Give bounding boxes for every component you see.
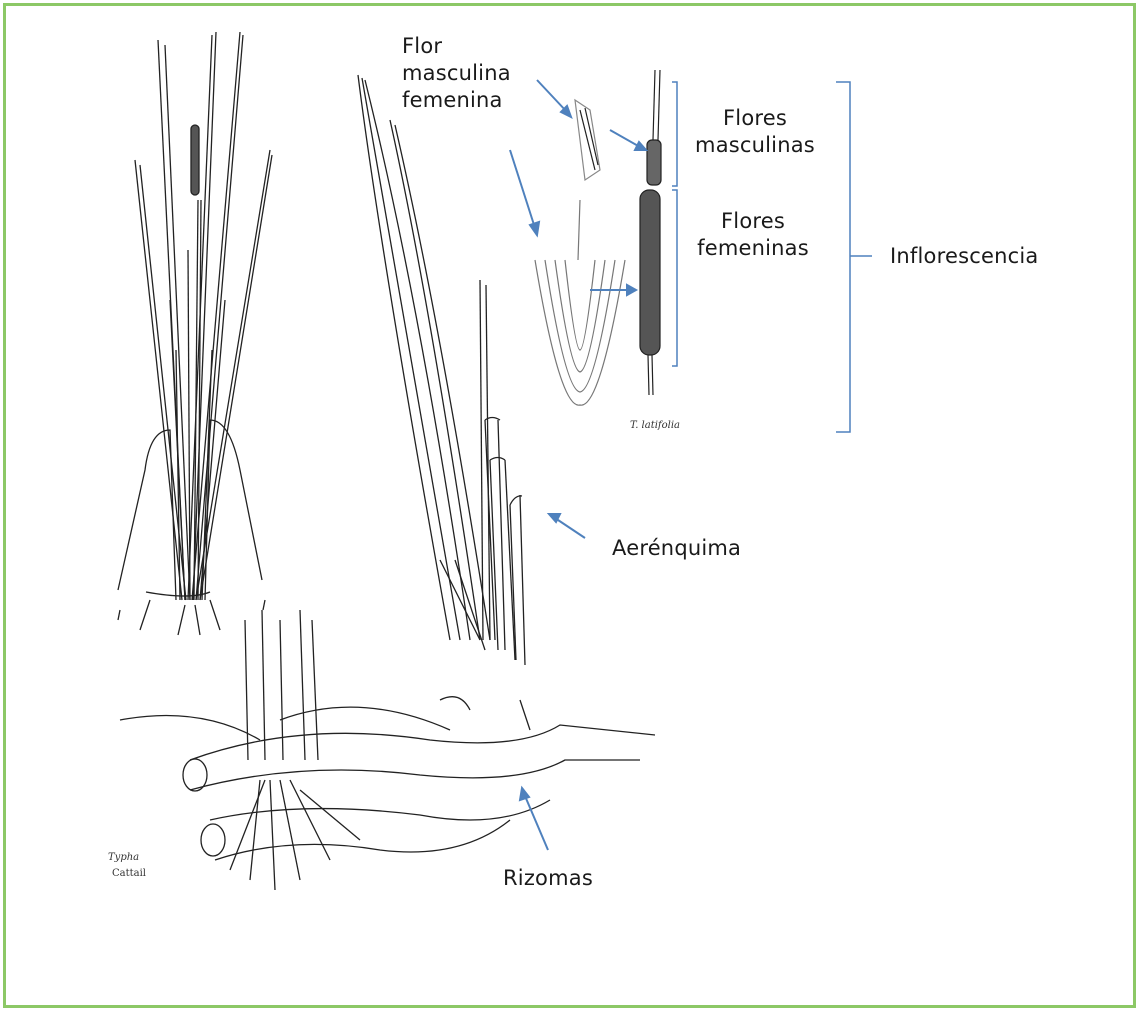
caption-typha: Typha xyxy=(108,852,139,863)
label-aerenquima: Aerénquima xyxy=(612,535,741,562)
caption-t-latifolia: T. latifolia xyxy=(630,420,680,431)
inflorescence-drawing xyxy=(535,70,661,405)
caption-cattail: Cattail xyxy=(112,868,146,879)
label-flor: Flor masculina femenina xyxy=(402,33,511,114)
label-flores-femeninas: Flores femeninas xyxy=(688,208,818,262)
label-flores-masculinas: Flores masculinas xyxy=(690,105,820,159)
label-rizomas: Rizomas xyxy=(503,865,593,892)
label-inflorescencia: Inflorescencia xyxy=(890,243,1038,270)
label-arrows xyxy=(510,80,646,850)
rhizome-drawing xyxy=(120,610,655,890)
plant-middle-leaves xyxy=(358,75,525,665)
plant-left xyxy=(118,32,272,635)
